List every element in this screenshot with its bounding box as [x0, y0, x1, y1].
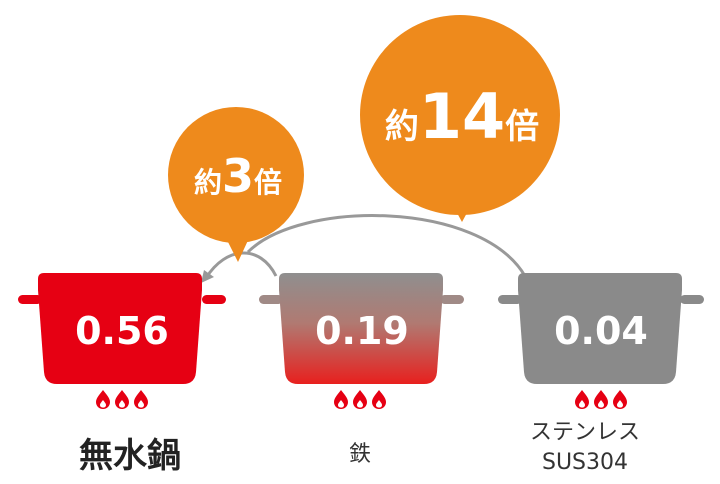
pot-steel-flames	[575, 390, 627, 409]
flame-icon	[353, 390, 367, 409]
connector-arrows	[201, 214, 527, 283]
flame-icon	[575, 390, 589, 409]
bubble-large-prefix: 約	[385, 107, 419, 147]
pot-steel-label-line2: SUS304	[541, 450, 629, 475]
pot-iron-label: 鉄	[348, 442, 371, 467]
svg-text:約14倍: 約14倍	[385, 80, 539, 153]
flame-icon	[594, 390, 608, 409]
pot-musui-flames	[96, 390, 148, 409]
pot-iron-value: 0.19	[315, 309, 409, 353]
pot-steel-label: ステンレス SUS304	[480, 418, 690, 478]
bubble-small-number: 3	[222, 149, 254, 203]
pot-iron: 0.19	[259, 273, 464, 384]
pot-musui-value: 0.56	[75, 309, 169, 353]
flame-icon	[134, 390, 148, 409]
svg-text:約3倍: 約3倍	[194, 149, 282, 203]
bubble-small-suffix: 倍	[254, 166, 282, 199]
pot-steel-value: 0.04	[554, 309, 648, 353]
bubble-large-suffix: 倍	[505, 107, 539, 147]
pot-iron-flames	[334, 390, 386, 409]
bubble-small-prefix: 約	[194, 166, 222, 199]
flame-icon	[115, 390, 129, 409]
flame-icon	[334, 390, 348, 409]
pot-steel-label-line1: ステンレス	[529, 420, 640, 445]
bubble-small: 約3倍	[168, 107, 304, 262]
pot-musui: 0.56	[18, 273, 226, 384]
bubble-large-number: 14	[419, 80, 505, 153]
flame-icon	[613, 390, 627, 409]
flame-icon	[372, 390, 386, 409]
arrow-steel-to-main	[246, 214, 527, 277]
flame-icon	[96, 390, 110, 409]
pot-musui-label: 無水鍋	[79, 436, 181, 476]
arrowhead-iron-to-main	[201, 270, 214, 283]
pot-steel: 0.04	[498, 273, 704, 384]
arrow-iron-to-main	[204, 251, 278, 279]
bubble-large: 約14倍	[360, 15, 560, 222]
